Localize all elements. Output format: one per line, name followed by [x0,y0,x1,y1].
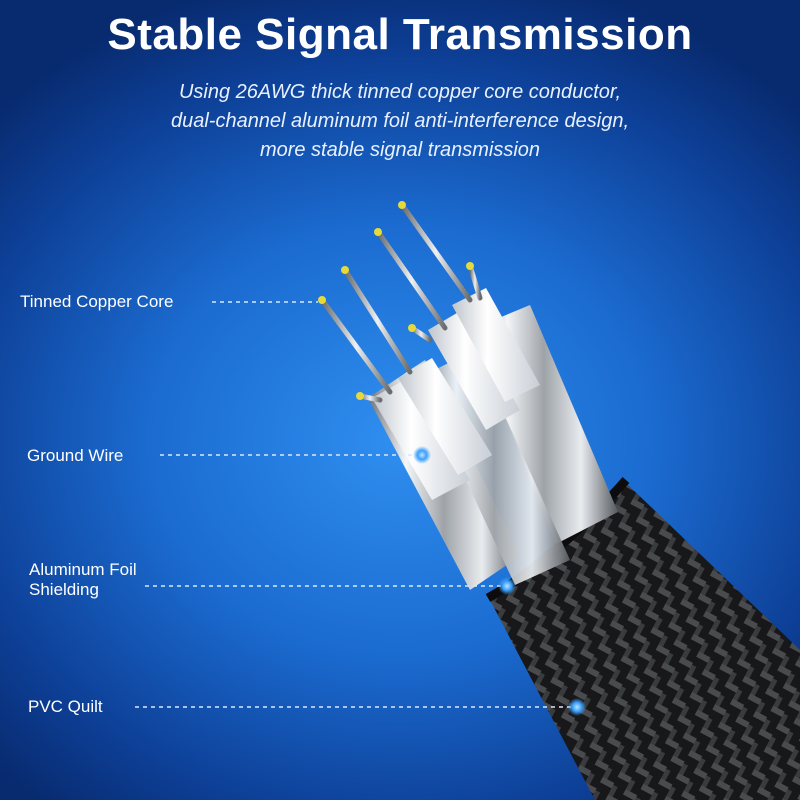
label-pvc-quilt: PVC Quilt [28,697,103,716]
label-aluminum-foil-shielding: Aluminum Foil Shielding [29,560,137,600]
subtitle-line: more stable signal transmission [259,139,541,161]
label-ground-wire: Ground Wire [27,446,124,465]
subtitle-line: Using 26AWG thick tinned copper core con… [178,81,622,103]
copper-tips [318,201,474,400]
subtitle: Using 26AWG thick tinned copper core con… [0,78,800,165]
wire-insulators [372,288,540,500]
label-tinned-copper-core: Tinned Copper Core [20,292,174,311]
label-line: Shielding [29,580,99,599]
label-line: Aluminum Foil [29,560,137,579]
callout-dots [413,446,586,716]
callout-lines [135,301,575,708]
page-title: Stable Signal Transmission [107,10,693,59]
subtitle-line: dual-channel aluminum foil anti-interfer… [170,110,630,132]
copper-core-wires [319,202,483,403]
